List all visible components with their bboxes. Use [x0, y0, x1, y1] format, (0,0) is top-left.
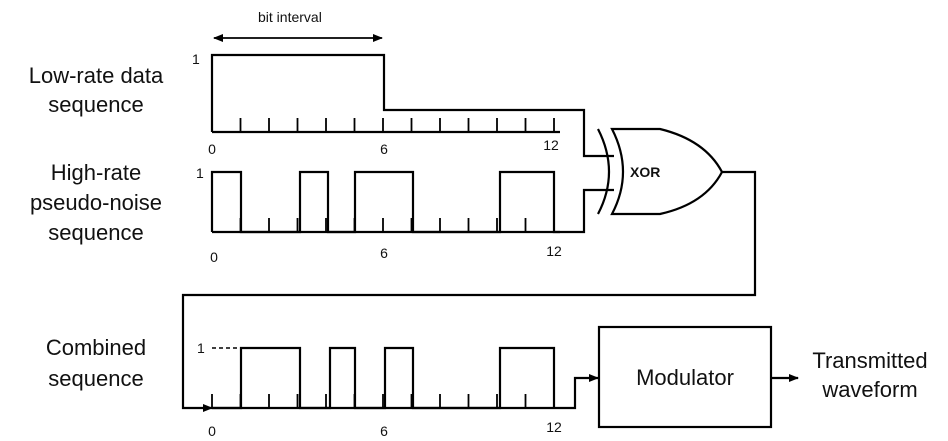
xor-gate: XOR [597, 127, 724, 216]
low-rate-level-label: 1 [192, 51, 200, 67]
bit-interval-label: bit interval [258, 9, 322, 25]
low-rate-label-line2: sequence [48, 92, 143, 117]
combined-tick-0: 0 [208, 423, 216, 439]
high-rate-tick-6: 6 [380, 245, 388, 261]
high-rate-tick-12: 12 [546, 243, 562, 259]
low-rate-waveform [210, 53, 614, 158]
low-rate-ticks [211, 118, 555, 132]
xor-label: XOR [630, 164, 660, 180]
modulator-block: Modulator [597, 325, 799, 429]
output-label: Transmitted waveform [812, 348, 927, 402]
low-rate-section: Low-rate data sequence 1 0 6 12 [29, 51, 614, 158]
high-rate-level-label: 1 [196, 165, 204, 181]
output-label-line2: waveform [821, 377, 917, 402]
output-label-line1: Transmitted [812, 348, 927, 373]
low-rate-label-line1: Low-rate data [29, 63, 164, 88]
high-rate-tick-0: 0 [210, 249, 218, 265]
modulator-label: Modulator [636, 365, 734, 390]
modulator-box [597, 325, 773, 429]
high-rate-label-line1: High-rate [51, 160, 141, 185]
combined-tick-6: 6 [380, 423, 388, 439]
xor-gate-extra-curve [597, 128, 611, 215]
low-rate-tick-6: 6 [380, 141, 388, 157]
high-rate-ticks [211, 218, 555, 232]
high-rate-label-line2: pseudo-noise [30, 190, 162, 215]
low-rate-tick-0: 0 [208, 141, 216, 157]
combined-ticks [211, 394, 555, 408]
combined-section: Combined sequence 1 0 6 12 [46, 335, 599, 439]
combined-tick-12: 12 [546, 419, 562, 435]
xor-output-wire [181, 170, 757, 412]
combined-level-label: 1 [197, 340, 205, 356]
combined-label-line2: sequence [48, 366, 143, 391]
low-rate-tick-12: 12 [543, 137, 559, 153]
high-rate-label-line3: sequence [48, 220, 143, 245]
high-rate-section: High-rate pseudo-noise sequence 1 0 6 12 [30, 160, 614, 265]
combined-label-line1: Combined [46, 335, 146, 360]
bit-interval-annotation: bit interval [213, 9, 383, 42]
combined-to-modulator-arrow [572, 374, 599, 410]
xor-gate-body [610, 127, 724, 216]
